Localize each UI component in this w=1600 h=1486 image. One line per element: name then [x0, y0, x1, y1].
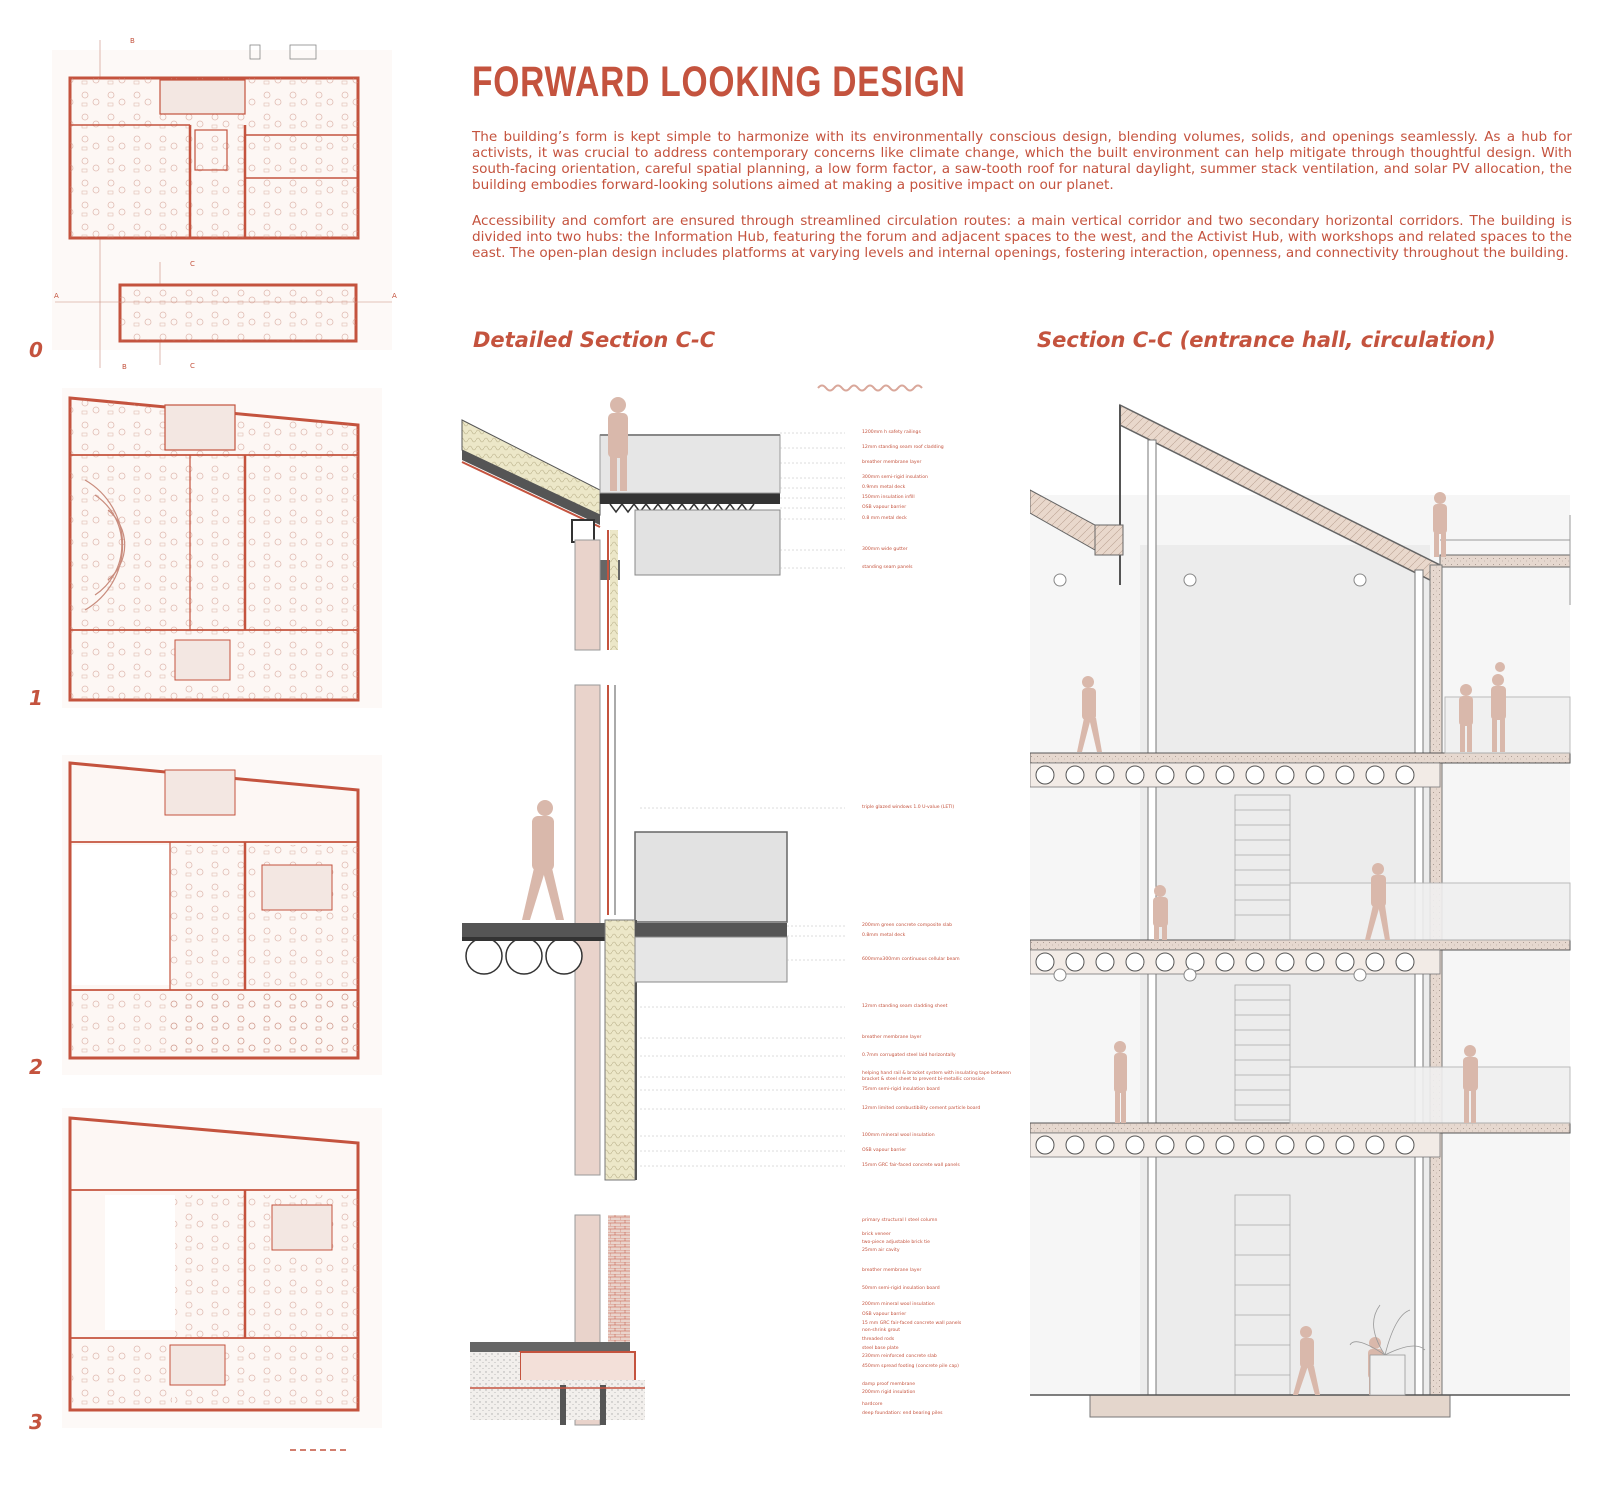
floor-label-3: 3: [29, 1410, 43, 1434]
section-mark-a-left: A: [54, 292, 59, 300]
plant: [1349, 1304, 1426, 1396]
floor-label-1: 1: [29, 686, 43, 710]
roof-callout: 12mm standing seam roof cladding: [862, 445, 944, 450]
floor-label-0: 0: [29, 338, 43, 362]
section-mark-c-bottom: C: [190, 362, 195, 370]
base-callout: deep foundation: end bearing piles: [862, 1411, 943, 1416]
entrance-section-heading: Section C-C (entrance hall, circulation): [1037, 328, 1496, 352]
base-callout: hardcore: [862, 1402, 883, 1407]
base-callout: brick veneer: [862, 1232, 891, 1237]
wall-callout: 75mm semi-rigid insulation board: [862, 1087, 940, 1092]
floor-plans-drawing: [52, 40, 392, 1451]
base-callout: threaded rods: [862, 1337, 895, 1342]
circulation-paragraph: Accessibility and comfort are ensured th…: [472, 213, 1572, 261]
wall-callout: 15mm GRC fair-faced concrete wall panels: [862, 1163, 960, 1168]
section-mark-b-bottom: B: [122, 363, 127, 371]
wall-callout: 100mm mineral wool insulation: [862, 1133, 935, 1138]
wall-callout: OSB vapour barrier: [862, 1148, 907, 1153]
section-mark-a-right: A: [392, 292, 397, 300]
wall-callout: breather membrane layer: [862, 1035, 922, 1040]
detailed-section-drawing: [461, 384, 923, 1426]
base-callout: damp proof membrane: [862, 1382, 916, 1387]
plan-floor-2: [62, 755, 382, 1075]
wall-callout: 0.7mm corrugated steel laid horizontally: [862, 1053, 956, 1058]
floor-label-2: 2: [29, 1055, 43, 1079]
base-callout: 50mm semi-rigid insulation board: [862, 1286, 940, 1291]
roof-callout: standing seam panels: [862, 565, 913, 570]
cellular-beam-openings: [1035, 765, 1415, 1155]
wall-callout: 12mm limited combustibility cement parti…: [862, 1106, 981, 1111]
people-silhouettes: [1077, 492, 1506, 1395]
wall-callout: helping hand rail & bracket system with …: [862, 1071, 1011, 1082]
base-callout: OSB vapour barrier: [862, 1312, 907, 1317]
base-callout: 15 mm GRC fair-faced concrete wall panel…: [862, 1321, 962, 1326]
entrance-section-drawing: [1030, 403, 1571, 1418]
roof-callout: 150mm insulation infill: [862, 495, 915, 500]
base-callout: two-piece adjustable brick tie: [862, 1240, 930, 1245]
base-callout: non-shrink grout: [862, 1328, 901, 1333]
wall-callout: 0.8mm metal deck: [862, 933, 906, 938]
base-callout: 200mm rigid insulation: [862, 1390, 916, 1395]
base-callout: primary structural I steel column: [862, 1218, 938, 1223]
roof-callout: breather membrane layer: [862, 460, 922, 465]
base-callout: 230mm reinforced concrete slab: [862, 1354, 937, 1359]
roof-callout: 0.9mm metal deck: [862, 485, 906, 490]
base-callout: steel base plate: [862, 1346, 899, 1351]
wall-callout: 600mmx300mm continuous cellular beam: [862, 957, 960, 962]
wall-callout: 12mm standing seam cladding sheet: [862, 1004, 948, 1009]
wall-callout: triple glazed windows 1.0 U-value (LETI): [862, 805, 955, 810]
intro-paragraph: The building’s form is kept simple to ha…: [472, 129, 1572, 193]
roof-callout: 1200mm h safety railings: [862, 430, 921, 435]
wall-callout: 200mm green concrete composite slab: [862, 923, 953, 928]
plan-floor-1: [62, 388, 382, 708]
base-callout: 450mm spread footing (concrete pile cap): [862, 1364, 959, 1369]
plan-floor-0: [52, 40, 392, 368]
base-callout: 25mm air cavity: [862, 1248, 900, 1253]
base-callout: 200mm mineral wool insulation: [862, 1302, 935, 1307]
roof-callout: 300mm wide gutter: [862, 547, 908, 552]
roof-callout: 0.8 mm metal deck: [862, 516, 907, 521]
plan-floor-3: [62, 1108, 382, 1451]
roof-callout: OSB vapour barrier: [862, 505, 907, 510]
page-title: FORWARD LOOKING DESIGN: [472, 58, 966, 106]
section-mark-b-top: B: [130, 37, 135, 45]
base-callout: breather membrane layer: [862, 1268, 922, 1273]
detailed-section-heading: Detailed Section C-C: [473, 328, 716, 352]
roof-callout: 300mm semi-rigid insulation: [862, 475, 928, 480]
section-mark-c-top: C: [190, 260, 195, 268]
